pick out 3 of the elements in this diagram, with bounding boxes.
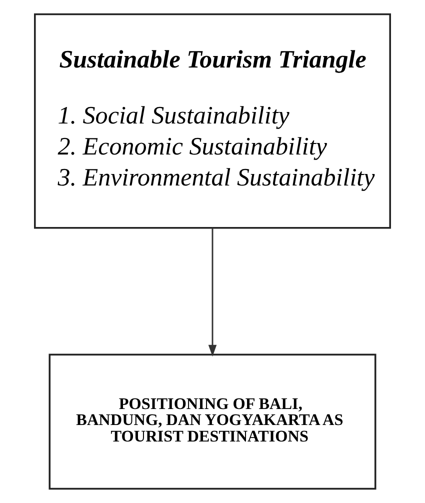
arrow xyxy=(208,228,217,357)
node-box: Sustainable Tourism Triangle 1. Social Sustainability 2. Economic Sustainability 3. Environmental Sustainability xyxy=(34,13,391,229)
node-box: POSITIONING OF BALI, BANDUNG, DAN YOGYAKARTA AS TOURIST DESTINATIONS xyxy=(48,354,376,490)
